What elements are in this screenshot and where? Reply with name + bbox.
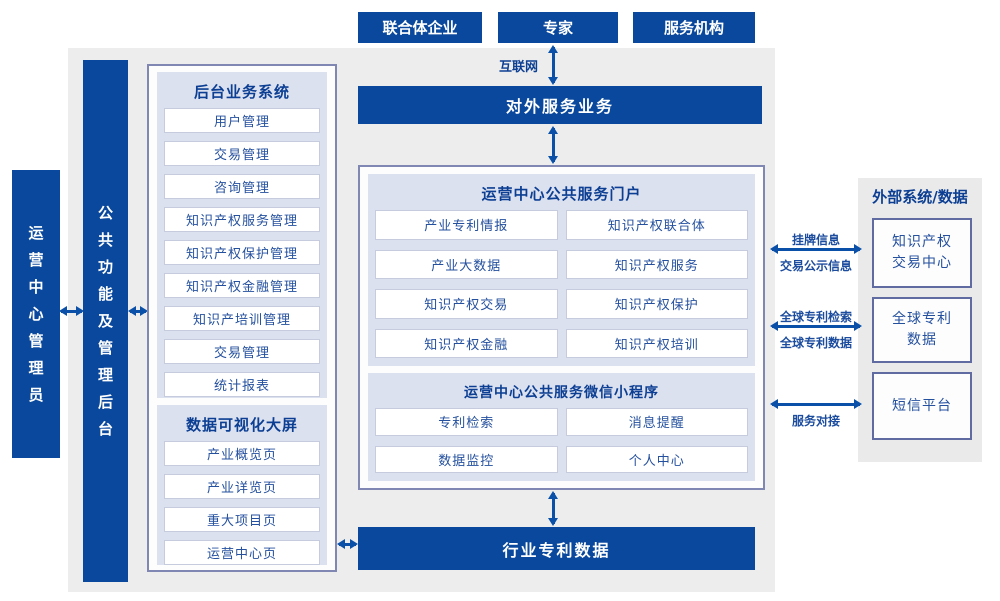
ext-box-sms-platform: 短信平台 <box>872 372 972 440</box>
ext-box-ip-trading-center: 知识产权 交易中心 <box>872 218 972 288</box>
dashboard-item: 产业详览页 <box>164 474 320 499</box>
miniprogram-item: 个人中心 <box>565 445 748 473</box>
arrow-global-patent-data <box>770 321 862 331</box>
portal-items: 产业专利情报 知识产权联合体 产业大数据 知识产权服务 知识产权交易 知识产权保… <box>375 210 748 358</box>
operation-center-admin-bar: 运营中心管理员 <box>12 170 60 458</box>
portal-item: 知识产权培训 <box>565 328 748 358</box>
actor-consortium-enterprises: 联合体企业 <box>358 12 482 43</box>
backend-item: 知识产权金融管理 <box>164 273 320 298</box>
portal-item: 知识产权联合体 <box>565 210 748 240</box>
backend-system-title: 后台业务系统 <box>193 83 290 101</box>
ext-box-global-patent-data: 全球专利 数据 <box>872 297 972 363</box>
portal-item: 知识产权保护 <box>565 289 748 319</box>
backend-item: 用户管理 <box>164 108 320 133</box>
miniprogram-title: 运营中心公共服务微信小程序 <box>464 385 659 401</box>
backend-item: 知识产权服务管理 <box>164 207 320 232</box>
conn-label-service-docking: 服务对接 <box>791 414 840 428</box>
backend-item: 知识产培训管理 <box>164 306 320 331</box>
miniprogram-item: 数据监控 <box>375 445 558 473</box>
dashboard-title: 数据可视化大屏 <box>185 416 298 434</box>
arrow-backend-to-systems <box>128 306 148 316</box>
conn-label-global-patent-search: 全球专利检索 <box>779 310 852 324</box>
arrow-dashboard-to-data <box>337 539 358 549</box>
arrow-admin-to-backend <box>59 306 84 316</box>
portal-item: 产业大数据 <box>375 249 558 279</box>
external-service-bar: 对外服务业务 <box>358 86 762 124</box>
backend-item: 咨询管理 <box>164 174 320 199</box>
dashboard-panel: 数据可视化大屏 产业概览页 产业详览页 重大项目页 运营中心页 <box>157 405 327 565</box>
portal-title: 运营中心公共服务门户 <box>481 185 642 203</box>
internet-label: 互联网 <box>498 60 538 75</box>
backend-item: 统计报表 <box>164 372 320 397</box>
backend-item: 知识产权保护管理 <box>164 240 320 265</box>
actor-service-agencies: 服务机构 <box>633 12 755 43</box>
backend-item: 交易管理 <box>164 141 320 166</box>
dashboard-items: 产业概览页 产业详览页 重大项目页 运营中心页 <box>164 441 320 565</box>
public-functions-backend-bar: 公共功能及管理后台 <box>83 60 128 582</box>
backend-item: 交易管理 <box>164 339 320 364</box>
miniprogram-items: 专利检索 消息提醒 数据监控 个人中心 <box>375 408 748 473</box>
conn-label-transaction-publicity: 交易公示信息 <box>779 259 852 273</box>
arrow-service-to-portal <box>548 126 558 164</box>
portal-item: 产业专利情报 <box>375 210 558 240</box>
backend-system-panel: 后台业务系统 用户管理 交易管理 咨询管理 知识产权服务管理 知识产权保护管理 … <box>157 72 327 398</box>
dashboard-item: 重大项目页 <box>164 507 320 532</box>
industry-patent-data-bar: 行业专利数据 <box>358 527 755 570</box>
portal-item: 知识产权交易 <box>375 289 558 319</box>
portal-item: 知识产权服务 <box>565 249 748 279</box>
arrow-sms-platform <box>770 399 862 409</box>
miniprogram-item: 专利检索 <box>375 408 558 436</box>
portal-panel: 运营中心公共服务门户 产业专利情报 知识产权联合体 产业大数据 知识产权服务 知… <box>368 174 755 366</box>
dashboard-item: 产业概览页 <box>164 441 320 466</box>
miniprogram-panel: 运营中心公共服务微信小程序 专利检索 消息提醒 数据监控 个人中心 <box>368 373 755 481</box>
arrow-internet <box>548 45 558 85</box>
miniprogram-item: 消息提醒 <box>565 408 748 436</box>
portal-item: 知识产权金融 <box>375 328 558 358</box>
dashboard-item: 运营中心页 <box>164 540 320 565</box>
conn-label-listing-info: 挂牌信息 <box>791 233 840 247</box>
external-systems-title: 外部系统/数据 <box>872 188 968 206</box>
arrow-ip-trading-center <box>770 244 862 254</box>
actor-experts: 专家 <box>498 12 618 43</box>
backend-system-items: 用户管理 交易管理 咨询管理 知识产权服务管理 知识产权保护管理 知识产权金融管… <box>164 108 320 397</box>
conn-label-global-patent-data: 全球专利数据 <box>779 336 852 350</box>
arrow-portal-to-data <box>548 491 558 526</box>
